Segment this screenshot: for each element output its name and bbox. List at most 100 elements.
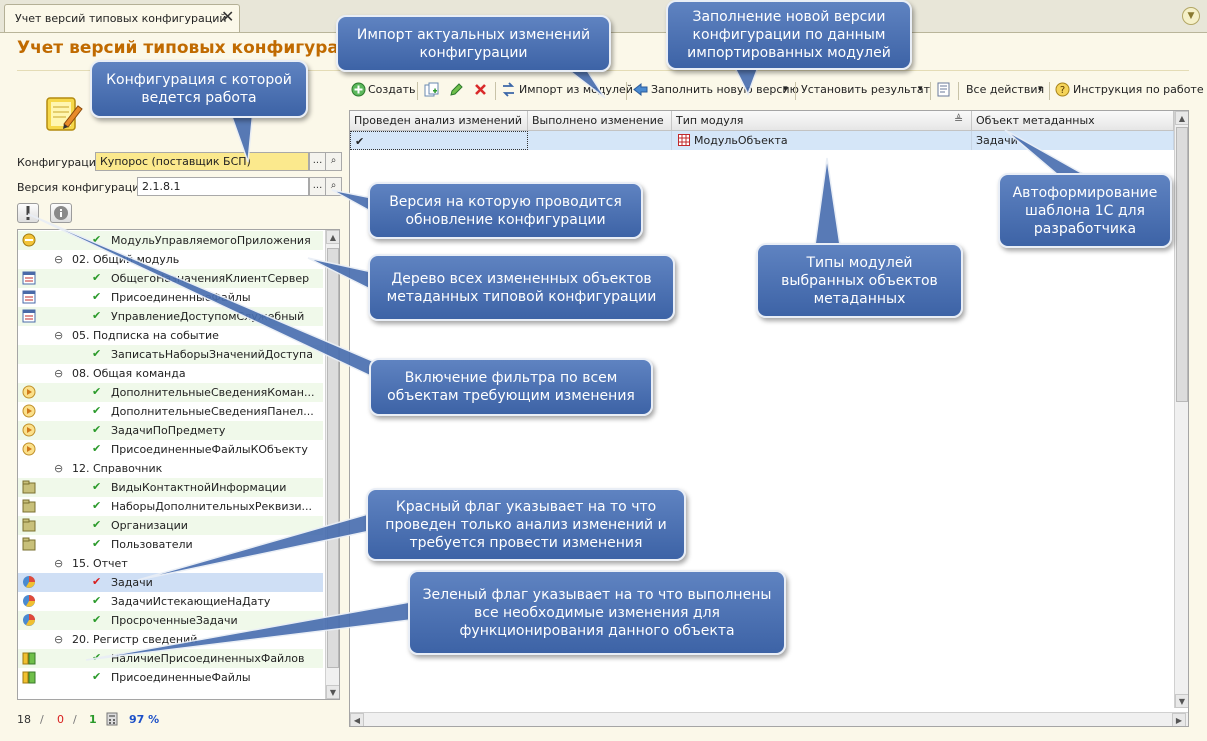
tree-item-label: 15. Отчет bbox=[72, 557, 128, 570]
tree-item-label: 12. Справочник bbox=[72, 462, 163, 475]
help-instruction-button[interactable]: Инструкция по работе bbox=[1073, 83, 1204, 96]
version-label: Версия конфигурации: bbox=[17, 181, 151, 194]
tree-item[interactable]: ✔ПрисоединенныеФайлы bbox=[18, 288, 323, 307]
cell-object[interactable]: Задачи bbox=[972, 131, 1174, 150]
version-select-button[interactable]: ... bbox=[309, 177, 326, 196]
green-check-icon: ✔ bbox=[92, 651, 102, 664]
tab-version-accounting[interactable]: Учет версий типовых конфигураций ✕ bbox=[4, 4, 240, 32]
toolbar-separator bbox=[795, 82, 796, 100]
tree-item[interactable]: ✔Пользователи bbox=[18, 535, 323, 554]
tree-item[interactable]: ✔ЗаписатьНаборыЗначенийДоступа bbox=[18, 345, 323, 364]
tree-item[interactable]: ✔ПрисоединенныеФайлыКОбъекту bbox=[18, 440, 323, 459]
edit-icon[interactable] bbox=[449, 82, 464, 97]
scroll-thumb[interactable] bbox=[327, 248, 339, 668]
table-horizontal-scrollbar[interactable]: ◀ ▶ bbox=[350, 712, 1188, 726]
tree-item[interactable]: ✔ПрисоединенныеФайлы bbox=[18, 668, 323, 687]
command-icon bbox=[22, 385, 36, 399]
tree-item-label: УправлениеДоступомСлужебный bbox=[111, 310, 305, 323]
tree-group[interactable]: ⊖ 15. Отчет bbox=[18, 554, 323, 573]
cell-done[interactable] bbox=[528, 131, 672, 150]
tree-vertical-scrollbar[interactable]: ▲▼ bbox=[325, 230, 339, 699]
column-header-object[interactable]: Объект метаданных bbox=[972, 111, 1174, 130]
tree-item[interactable]: ✔ЗадачиПоПредмету bbox=[18, 421, 323, 440]
object-module-icon bbox=[678, 134, 690, 146]
scroll-left-icon[interactable]: ◀ bbox=[350, 713, 364, 726]
tree-item[interactable]: ✔Задачи bbox=[18, 573, 323, 592]
cell-module-type[interactable]: МодульОбъекта bbox=[672, 131, 972, 150]
chevron-down-icon[interactable]: ▾ bbox=[1038, 84, 1043, 94]
scroll-up-icon[interactable]: ▲ bbox=[1175, 111, 1188, 125]
tree-item-label: ПрисоединенныеФайлы bbox=[111, 291, 251, 304]
callout-config: Конфигурация с которой ведется работа bbox=[90, 60, 308, 118]
tree-group[interactable]: ⊖ 12. Справочник bbox=[18, 459, 323, 478]
tree-group[interactable]: ⊖05. Подписка на событие bbox=[18, 326, 323, 345]
tree-item[interactable]: ✔НаборыДополнительныхРеквизи... bbox=[18, 497, 323, 516]
copy-icon[interactable] bbox=[424, 82, 439, 97]
config-select-button[interactable]: ... bbox=[309, 152, 326, 171]
search-icon[interactable]: ⌕ bbox=[325, 152, 342, 171]
scroll-right-icon[interactable]: ▶ bbox=[1172, 713, 1186, 726]
import-icon bbox=[502, 82, 515, 97]
expander-icon[interactable]: ⊖ bbox=[54, 253, 64, 266]
config-label: Конфигурация: bbox=[17, 156, 107, 169]
tree-item[interactable]: ✔ПросроченныеЗадачи bbox=[18, 611, 323, 630]
scroll-down-icon[interactable]: ▼ bbox=[1175, 694, 1188, 708]
tree-group[interactable]: ⊖02. Общий модуль bbox=[18, 250, 323, 269]
expander-icon[interactable]: ⊖ bbox=[54, 462, 64, 475]
version-field[interactable]: 2.1.8.1 bbox=[137, 177, 309, 196]
tree-item[interactable]: ✔ДополнительныеСведенияПанел... bbox=[18, 402, 323, 421]
chevron-down-icon[interactable]: ▾ bbox=[783, 84, 788, 94]
chevron-down-icon[interactable]: ▾ bbox=[918, 84, 923, 94]
tree-group[interactable]: ⊖08. Общая команда bbox=[18, 364, 323, 383]
green-check-icon: ✔ bbox=[92, 613, 102, 626]
column-header-module-type[interactable]: Тип модуля ≜ bbox=[672, 111, 972, 130]
green-check-icon: ✔ bbox=[92, 480, 102, 493]
all-actions-button[interactable]: Все действия bbox=[966, 83, 1045, 96]
table-row[interactable]: ✔ МодульОбъекта Задачи bbox=[350, 131, 1174, 150]
tree-item-label: ЗадачиПоПредмету bbox=[111, 424, 226, 437]
expander-icon[interactable]: ⊖ bbox=[54, 633, 64, 646]
command-icon bbox=[22, 442, 36, 456]
search-icon[interactable]: ⌕ bbox=[325, 177, 342, 196]
expander-icon[interactable]: ⊖ bbox=[54, 367, 64, 380]
table-vertical-scrollbar[interactable]: ▲ ▼ bbox=[1174, 111, 1188, 708]
filter-needs-change-button[interactable] bbox=[17, 203, 39, 223]
expander-icon[interactable]: ⊖ bbox=[54, 557, 64, 570]
tree-group[interactable]: ⊖20. Регистр сведений bbox=[18, 630, 323, 649]
create-button[interactable]: Создать bbox=[368, 83, 416, 96]
tree-item[interactable]: ✔МодульУправляемогоПриложения bbox=[18, 231, 323, 250]
tree-item[interactable]: ✔НаличиеПрисоединенныхФайлов bbox=[18, 649, 323, 668]
import-button[interactable]: Импорт из модулей bbox=[519, 83, 633, 96]
toolbar-separator bbox=[1049, 82, 1050, 100]
scroll-up-icon[interactable]: ▲ bbox=[326, 230, 339, 244]
tree-item[interactable]: ✔ДополнительныеСведенияКоман... bbox=[18, 383, 323, 402]
chevron-down-icon[interactable]: ▼ bbox=[1182, 7, 1200, 25]
delete-icon[interactable] bbox=[473, 82, 488, 97]
callout-filter: Включение фильтра по всем объектам требу… bbox=[369, 358, 653, 416]
tree-item[interactable]: ✔Организации bbox=[18, 516, 323, 535]
green-check-icon: ✔ bbox=[92, 594, 102, 607]
tree-item[interactable]: ✔ОбщегоНазначенияКлиентСервер bbox=[18, 269, 323, 288]
stat-total: 18 bbox=[17, 713, 31, 726]
callout-import: Импорт актуальных изменений конфигурации bbox=[336, 15, 611, 72]
command-icon bbox=[22, 423, 36, 437]
info-button[interactable] bbox=[50, 203, 72, 223]
green-check-icon: ✔ bbox=[92, 385, 102, 398]
template-icon[interactable] bbox=[936, 82, 951, 97]
column-header-done[interactable]: Выполнено изменение bbox=[528, 111, 672, 130]
expander-icon[interactable]: ⊖ bbox=[54, 329, 64, 342]
close-icon[interactable]: ✕ bbox=[221, 7, 235, 26]
tree-item[interactable]: ✔ВидыКонтактнойИнформации bbox=[18, 478, 323, 497]
cell-analysis[interactable]: ✔ bbox=[350, 131, 528, 150]
tree-item-label: Организации bbox=[111, 519, 188, 532]
common-module-icon bbox=[22, 309, 36, 323]
config-field[interactable]: Купорос (поставщик БСП) bbox=[95, 152, 309, 171]
metadata-tree[interactable]: ✔МодульУправляемогоПриложения⊖02. Общий … bbox=[17, 229, 340, 700]
fill-new-version-button[interactable]: Заполнить новую версию bbox=[651, 83, 799, 96]
tree-item[interactable]: ✔ЗадачиИстекающиеНаДату bbox=[18, 592, 323, 611]
tree-item[interactable]: ✔УправлениеДоступомСлужебный bbox=[18, 307, 323, 326]
scroll-thumb[interactable] bbox=[1176, 127, 1188, 402]
set-result-button[interactable]: Установить результат bbox=[801, 83, 931, 96]
scroll-down-icon[interactable]: ▼ bbox=[326, 685, 339, 699]
column-header-analysis[interactable]: Проведен анализ изменений bbox=[350, 111, 528, 130]
